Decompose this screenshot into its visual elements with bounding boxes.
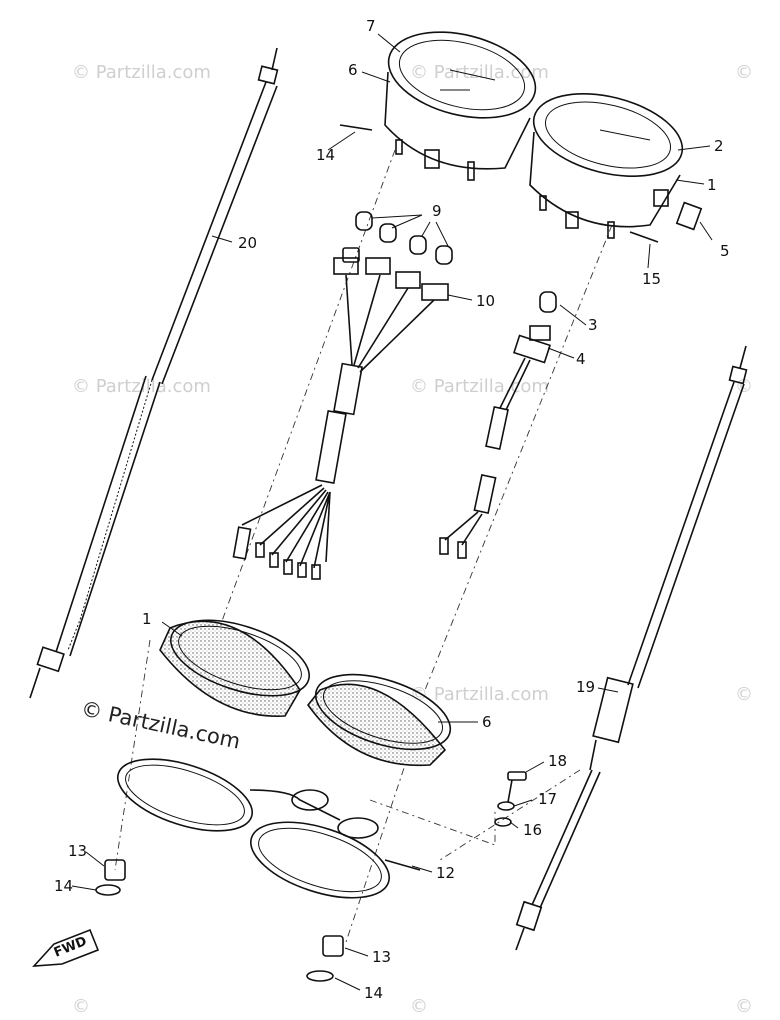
callout-7: 6: [348, 61, 358, 79]
leader-lines: [71, 33, 713, 991]
watermark-layer: © Partzilla.com © Partzilla.com © © Part…: [72, 62, 753, 1017]
left-bezel-ring: [159, 619, 310, 717]
callout-13: 13: [68, 842, 87, 860]
tachometer-gauge: [529, 92, 703, 239]
callout-17: 17: [538, 790, 557, 808]
callout-labels: 7 6 14 2 1 5 15 9 10 3 4 20 1 6 19 18 17…: [54, 17, 730, 1002]
gauge-bracket: [116, 758, 421, 899]
screw-parts: [339, 124, 659, 243]
callout-6: 6: [482, 713, 492, 731]
callout-19: 19: [576, 678, 595, 696]
callout-15: 14: [316, 146, 335, 164]
fwd-arrow-marker: FWD: [32, 928, 100, 967]
watermark-text: ©: [410, 996, 428, 1017]
callout-20: 20: [238, 234, 257, 252]
callout-14: 14: [54, 877, 73, 895]
callout-2: 2: [714, 137, 724, 155]
bolt-set: [494, 771, 527, 827]
watermark-text: © Partzilla.com: [72, 376, 211, 397]
callout-13: 13: [372, 948, 391, 966]
watermark-text: ©: [735, 684, 753, 705]
callout-11: 1: [142, 610, 152, 628]
watermark-main: © Partzilla.com: [79, 696, 243, 753]
speedometer-cable: [29, 47, 279, 699]
callout-15: 15: [642, 270, 661, 288]
callout-10: 10: [476, 292, 495, 310]
speedometer-gauge: [384, 31, 537, 181]
watermark-text: ©: [735, 62, 753, 83]
watermark-text: © Partzilla.com: [410, 684, 549, 705]
callout-16: 16: [523, 821, 542, 839]
bulb-harness-right: [439, 291, 557, 559]
tachometer-cable: [515, 345, 748, 951]
callout-18: 18: [548, 752, 567, 770]
callout-5: 5: [720, 242, 730, 260]
watermark-text: © Partzilla.com: [410, 376, 549, 397]
callout-9: 9: [432, 202, 442, 220]
watermark-text: © Partzilla.com: [72, 62, 211, 83]
bulb-harness-left: [232, 211, 453, 580]
watermark-text: ©: [735, 996, 753, 1017]
callout-4: 4: [576, 350, 586, 368]
callout-1: 1: [707, 176, 717, 194]
watermark-text: © Partzilla.com: [410, 62, 549, 83]
callout-8: 7: [366, 17, 376, 35]
callout-3: 3: [588, 316, 598, 334]
callout-12: 12: [436, 864, 455, 882]
watermark-text: ©: [735, 376, 753, 397]
callout-14: 14: [364, 984, 383, 1002]
right-bezel-ring: [306, 673, 452, 767]
nuts-washers: [95, 859, 344, 982]
watermark-text: ©: [72, 996, 90, 1017]
